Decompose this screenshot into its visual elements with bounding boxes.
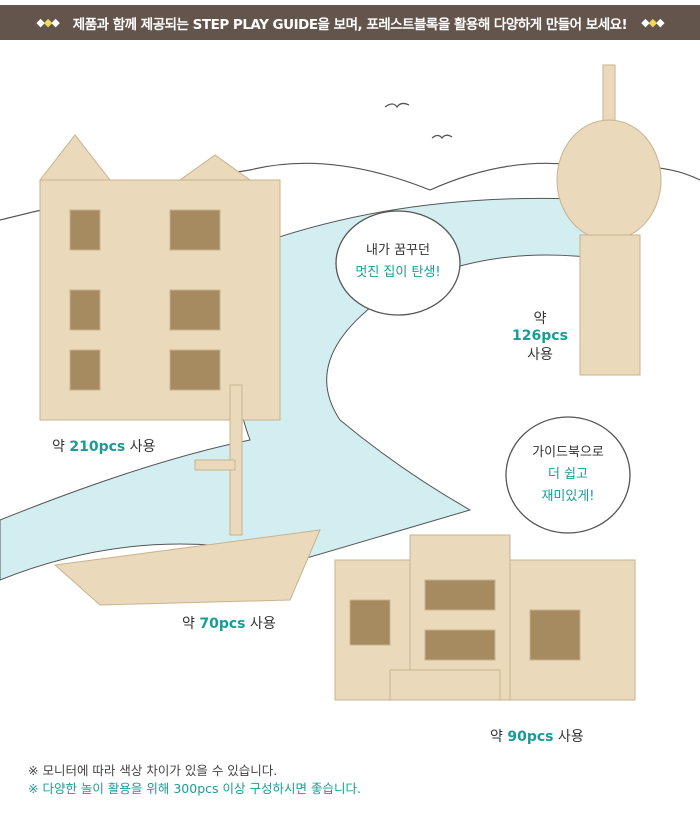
bubble-line: 더 쉽고 (547, 467, 588, 482)
building-pieces-label: 약 90pcs 사용 (490, 726, 584, 746)
tower-model (556, 64, 662, 376)
label-prefix: 약 (52, 439, 70, 455)
banner-text: 제품과 함께 제공되는 STEP PLAY GUIDE을 보며, 포레스트블록을… (72, 16, 628, 33)
house-pieces-label: 약 210pcs 사용 (52, 436, 155, 456)
notes: ※ 모니터에 따라 색상 차이가 있을 수 있습니다. ※ 다양한 놀이 활용을… (28, 762, 361, 798)
bird-icon (384, 102, 410, 109)
piece-count: 70pcs (199, 616, 246, 632)
label-suffix: 사용 (553, 729, 584, 745)
house-model (38, 134, 281, 421)
illustration-scene (0, 64, 700, 701)
label-suffix: 사용 (125, 439, 156, 455)
bubble-line: 재미있게! (541, 489, 595, 504)
label-prefix: 약 (490, 729, 508, 745)
bubble-line: 가이드북으로 (532, 445, 604, 460)
bubble-dream-text: 내가 꿈꾸던 멋진 집이 탄생! (340, 240, 456, 284)
label-suffix: 사용 (527, 347, 553, 363)
piece-count: 210pcs (69, 439, 126, 455)
bird-icon (431, 134, 453, 140)
building-model (334, 534, 636, 701)
diamond-icons-left: ◆◆◆ (36, 16, 59, 29)
speech-bubble-guide (505, 416, 631, 534)
label-prefix: 약 (533, 311, 547, 327)
speech-bubble-dream (335, 210, 461, 316)
note-recommendation: ※ 다양한 놀이 활용을 위해 300pcs 이상 구성하시면 좋습니다. (28, 781, 361, 796)
ship-model (53, 384, 321, 606)
ship-pieces-label: 약 70pcs 사용 (182, 613, 276, 633)
bubble-line: 멋진 집이 탄생! (355, 265, 441, 280)
bubble-guide-text: 가이드북으로 더 쉽고 재미있게! (508, 442, 628, 508)
piece-count: 90pcs (507, 729, 554, 745)
piece-count: 126pcs (512, 328, 568, 344)
label-suffix: 사용 (245, 616, 276, 632)
diamond-icons-right: ◆◆◆ (641, 16, 664, 29)
tower-pieces-label: 약 126pcs 사용 (505, 308, 575, 364)
top-banner: ◆◆◆ 제품과 함께 제공되는 STEP PLAY GUIDE을 보며, 포레스… (0, 5, 700, 40)
note-color-difference: ※ 모니터에 따라 색상 차이가 있을 수 있습니다. (28, 763, 278, 778)
label-prefix: 약 (182, 616, 200, 632)
bubble-line: 내가 꿈꾸던 (366, 243, 430, 258)
